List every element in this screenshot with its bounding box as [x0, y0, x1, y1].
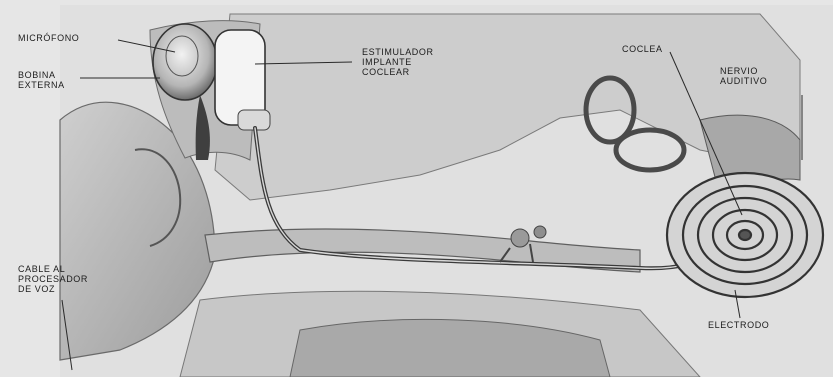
microphone-label: MICRÓFONO	[18, 33, 79, 43]
cable-label-line2: PROCESADOR	[18, 274, 88, 284]
electrode-label-text: ELECTRODO	[708, 320, 769, 330]
stimulator-label-line2: IMPLANTE	[362, 57, 434, 67]
cochlea-label: COCLEA	[622, 44, 663, 54]
stimulator-label-line3: COCLEAR	[362, 67, 434, 77]
microphone-label-text: MICRÓFONO	[18, 33, 79, 43]
stimulator-label: ESTIMULADOR IMPLANTE COCLEAR	[362, 47, 434, 77]
external-coil	[153, 24, 217, 100]
electrode-label: ELECTRODO	[708, 320, 769, 330]
auditory-nerve-label: NERVIO AUDITIVO	[720, 66, 767, 86]
cochlea-label-text: COCLEA	[622, 44, 663, 54]
external-coil-label: BOBINA EXTERNA	[18, 70, 65, 90]
external-coil-label-line2: EXTERNA	[18, 80, 65, 90]
cable-label-line3: DE VOZ	[18, 284, 88, 294]
cable-label-line1: CABLE AL	[18, 264, 88, 274]
auditory-nerve-label-line1: NERVIO	[720, 66, 767, 76]
cochlea-spiral	[667, 173, 823, 297]
external-coil-label-line1: BOBINA	[18, 70, 65, 80]
auditory-nerve-label-line2: AUDITIVO	[720, 76, 767, 86]
cable-label: CABLE AL PROCESADOR DE VOZ	[18, 264, 88, 294]
stimulator-label-line1: ESTIMULADOR	[362, 47, 434, 57]
